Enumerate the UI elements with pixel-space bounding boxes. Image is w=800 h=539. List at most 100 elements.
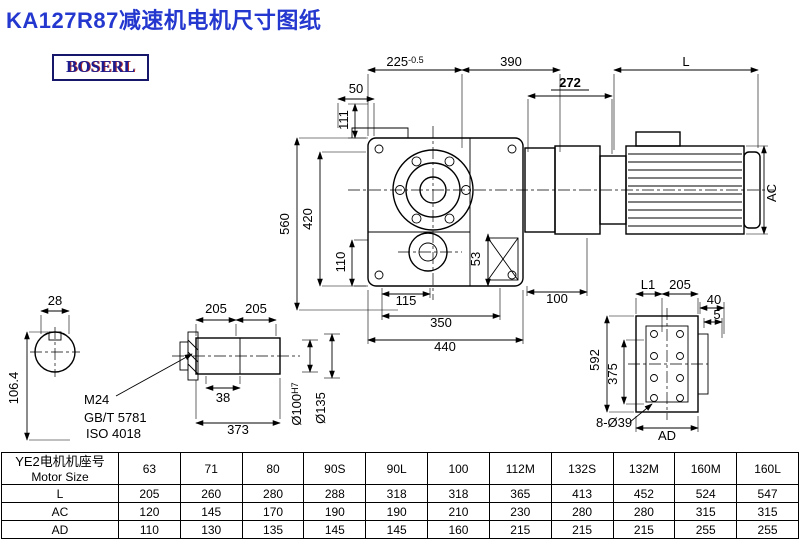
dim-d135-label: Ø135 xyxy=(313,392,328,424)
shaft-side-view xyxy=(179,331,281,381)
spec-value-cell: 145 xyxy=(365,520,429,539)
dim-110-label: 110 xyxy=(333,252,348,273)
dimension-lines xyxy=(24,67,767,441)
spec-value-cell: 280 xyxy=(550,502,614,521)
motor-size-label-en: Motor Size xyxy=(31,469,89,484)
spec-value-cell: 318 xyxy=(427,484,490,503)
motor-size-col-header: 132M xyxy=(612,452,676,485)
motor-fins xyxy=(628,153,742,227)
dim-205-right-label: 205 xyxy=(245,301,267,316)
dim-106-label: 106.4 xyxy=(6,372,21,405)
dim-375-label: 375 xyxy=(605,363,620,385)
dim-AD-label: AD xyxy=(658,428,676,443)
motor-flange-rear-view xyxy=(635,315,709,413)
dim-50-label: 50 xyxy=(349,81,363,96)
spec-value-cell: 315 xyxy=(736,502,799,521)
spec-row-label: L xyxy=(1,484,119,503)
dim-111-label: 111 xyxy=(336,110,351,130)
spec-value-cell: 205 xyxy=(118,484,181,503)
spec-value-cell: 190 xyxy=(303,502,367,521)
spec-value-cell: 452 xyxy=(612,484,676,503)
spec-value-cell: 120 xyxy=(118,502,181,521)
motor-size-label-cn: YE2电机机座号 xyxy=(15,453,105,469)
spec-value-cell: 547 xyxy=(736,484,799,503)
spec-value-cell: 280 xyxy=(612,502,676,521)
dim-d100-label: Ø100H7 xyxy=(289,382,304,425)
shaft-end-view xyxy=(34,331,76,373)
extension-lines xyxy=(29,74,768,441)
spec-value-cell: 288 xyxy=(303,484,367,503)
dim-440-label: 440 xyxy=(434,339,456,354)
dim-560-label: 560 xyxy=(277,213,292,235)
spec-value-cell: 160 xyxy=(427,520,490,539)
spec-value-cell: 230 xyxy=(488,502,552,521)
motor-size-col-header: 100 xyxy=(427,452,490,485)
spec-row-label: AC xyxy=(1,502,119,521)
dim-8-d39-label: 8-Ø39 xyxy=(596,415,632,430)
spec-value-cell: 315 xyxy=(674,502,738,521)
spec-value-cell: 145 xyxy=(179,502,243,521)
spec-value-cell: 135 xyxy=(241,520,305,539)
spec-value-cell: 255 xyxy=(736,520,799,539)
dim-592-label: 592 xyxy=(587,349,602,371)
motor-size-col-header: 160M xyxy=(674,452,738,485)
dim-350-label: 350 xyxy=(430,315,452,330)
page-title: KA127R87减速机电机尺寸图纸 xyxy=(6,8,322,33)
spec-value-cell: 170 xyxy=(241,502,305,521)
dim-272-label: 272 xyxy=(559,75,581,90)
motor-size-label-cell: YE2电机机座号 Motor Size xyxy=(1,452,119,485)
spec-value-cell: 260 xyxy=(179,484,243,503)
standard-gb-label: GB/T 5781 xyxy=(84,410,147,425)
dim-225-label: 225-0.5 xyxy=(386,54,423,69)
motor-size-col-header: 80 xyxy=(241,452,305,485)
dim-205-flange-label: 205 xyxy=(669,277,691,292)
spec-value-cell: 365 xyxy=(488,484,552,503)
dim-L-label: L xyxy=(682,54,689,69)
motor-size-col-header: 132S xyxy=(550,452,614,485)
dimension-labels: 225-0.5 390 272 L 50 111 560 420 110 115… xyxy=(6,54,779,443)
dim-AC-label: AC xyxy=(764,184,779,202)
dim-38-label: 38 xyxy=(216,390,230,405)
dim-390-label: 390 xyxy=(500,54,522,69)
spec-value-cell: 318 xyxy=(365,484,429,503)
motor-size-col-header: 160L xyxy=(736,452,799,485)
centerlines xyxy=(30,126,774,420)
motor-size-col-header: 63 xyxy=(118,452,181,485)
spec-value-cell: 190 xyxy=(365,502,429,521)
spec-value-cell: 215 xyxy=(488,520,552,539)
spec-value-cell: 524 xyxy=(674,484,738,503)
motor-side-view xyxy=(524,131,761,235)
motor-size-col-header: 112M xyxy=(488,452,552,485)
dim-L1-label: L1 xyxy=(641,277,655,292)
spec-value-cell: 413 xyxy=(550,484,614,503)
boserl-logo: BOSERL xyxy=(52,54,149,81)
gearbox-front-view xyxy=(351,127,524,287)
dim-373-label: 373 xyxy=(227,422,249,437)
spec-value-cell: 215 xyxy=(550,520,614,539)
spec-value-cell: 145 xyxy=(303,520,367,539)
motor-size-col-header: 90S xyxy=(303,452,367,485)
thread-callout-label: M24 xyxy=(84,392,109,407)
motor-size-col-header: 71 xyxy=(179,452,243,485)
dim-115-label: 115 xyxy=(396,293,417,308)
technical-drawing: 225-0.5 390 272 L 50 111 560 420 110 115… xyxy=(6,54,779,443)
motor-size-col-header: 90L xyxy=(365,452,429,485)
dim-205-left-label: 205 xyxy=(205,301,227,316)
spec-value-cell: 255 xyxy=(674,520,738,539)
dim-100-label: 100 xyxy=(546,291,568,306)
dim-5-label: 5 xyxy=(713,307,720,322)
spec-value-cell: 280 xyxy=(241,484,305,503)
dim-53-label: 53 xyxy=(468,252,483,266)
dim-420-label: 420 xyxy=(300,208,315,230)
spec-value-cell: 130 xyxy=(179,520,243,539)
spec-row-label: AD xyxy=(1,520,119,539)
spec-value-cell: 110 xyxy=(118,520,181,539)
spec-value-cell: 210 xyxy=(427,502,490,521)
dim-40-label: 40 xyxy=(707,292,721,307)
